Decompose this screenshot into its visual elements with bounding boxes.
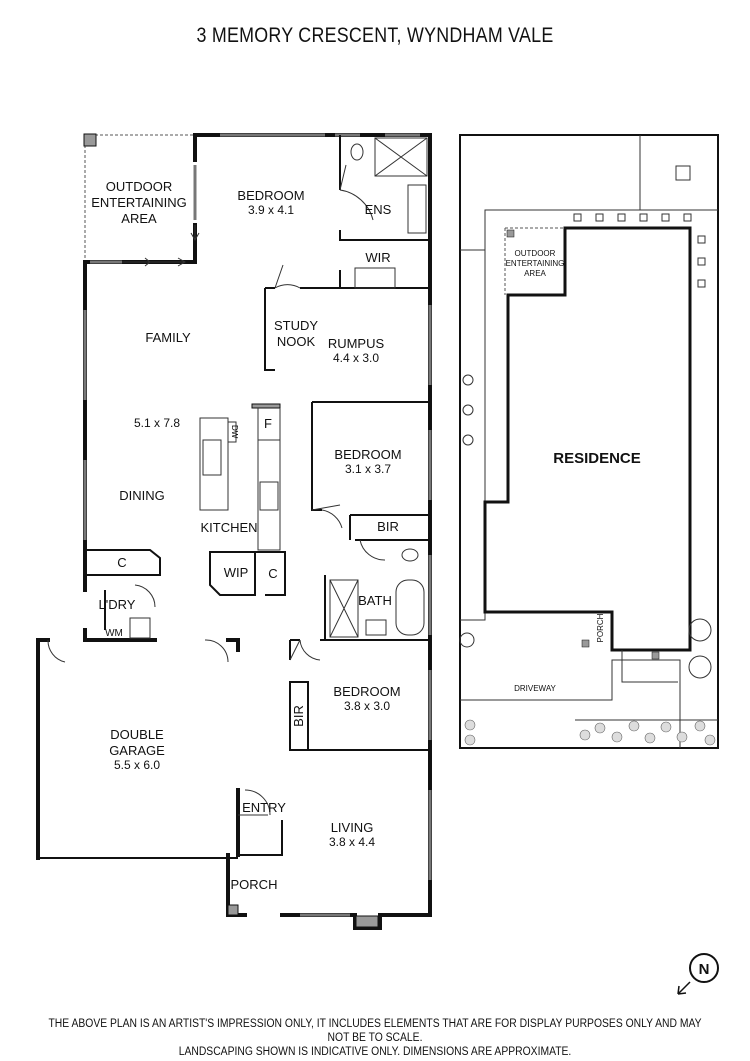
svg-text:BIR: BIR: [377, 519, 399, 534]
svg-text:OUTDOOR: OUTDOOR: [515, 249, 556, 258]
bathtub-icon: [395, 579, 425, 636]
svg-text:5.1 x 7.8: 5.1 x 7.8: [134, 416, 180, 430]
site-plan: RESIDENCE OUTDOOR ENTERTAINING AREA PORC…: [459, 134, 719, 749]
door-swings: [47, 164, 386, 816]
svg-text:L'DRY: L'DRY: [99, 597, 136, 612]
living-label: LIVING: [331, 820, 374, 835]
svg-text:DW: DW: [230, 425, 239, 439]
svg-text:WIR: WIR: [365, 250, 390, 265]
svg-text:ENTERTAINING: ENTERTAINING: [91, 195, 187, 210]
svg-text:4.4 x 3.0: 4.4 x 3.0: [333, 351, 379, 365]
svg-text:NOOK: NOOK: [277, 334, 316, 349]
svg-text:STUDY: STUDY: [274, 318, 318, 333]
svg-text:DRIVEWAY: DRIVEWAY: [514, 684, 556, 693]
family-label: FAMILY: [145, 330, 191, 345]
cooktop-icon: [259, 481, 279, 511]
svg-text:3.8 x 4.4: 3.8 x 4.4: [329, 835, 375, 849]
svg-text:3.1 x 3.7: 3.1 x 3.7: [345, 462, 391, 476]
bedroom-3-label: BEDROOM: [333, 684, 400, 699]
interior-walls: [85, 135, 430, 751]
svg-text:WIP: WIP: [224, 565, 249, 580]
svg-text:BIR: BIR: [291, 705, 306, 727]
north-arrow-icon: N: [677, 953, 719, 995]
svg-text:5.5 x 6.0: 5.5 x 6.0: [114, 758, 160, 772]
garage-label: DOUBLE: [110, 727, 164, 742]
svg-text:3.9 x 4.1: 3.9 x 4.1: [248, 203, 294, 217]
svg-text:F: F: [264, 416, 272, 431]
svg-text:3.8 x 3.0: 3.8 x 3.0: [344, 699, 390, 713]
residence-outline: [483, 226, 692, 652]
bedroom-2-label: BEDROOM: [334, 447, 401, 462]
svg-text:AREA: AREA: [121, 211, 157, 226]
fixtures: [129, 137, 428, 639]
rumpus-label: RUMPUS: [328, 336, 385, 351]
residence-label: RESIDENCE: [553, 450, 641, 467]
disclaimer: THE ABOVE PLAN IS AN ARTIST'S IMPRESSION…: [0, 1017, 750, 1059]
room-labels: BEDROOM 3.9 x 4.1 ENS WIR FAMILY 5.1 x 7…: [99, 188, 402, 892]
disclaimer-line-2: LANDSCAPING SHOWN IS INDICATIVE ONLY. DI…: [178, 1046, 572, 1058]
svg-text:N: N: [699, 961, 710, 978]
svg-text:PORCH: PORCH: [231, 877, 278, 892]
svg-text:GARAGE: GARAGE: [109, 743, 165, 758]
disclaimer-line-1: THE ABOVE PLAN IS AN ARTIST'S IMPRESSION…: [48, 1018, 702, 1044]
svg-text:ENTERTAINING: ENTERTAINING: [506, 259, 565, 268]
svg-text:C: C: [268, 566, 277, 581]
kitchen-island: [199, 417, 229, 511]
outdoor-entertaining-area: OUTDOOR ENTERTAINING AREA: [83, 133, 195, 262]
dining-label: DINING: [119, 488, 165, 503]
svg-text:PORCH: PORCH: [596, 613, 605, 642]
svg-text:WM: WM: [105, 628, 123, 639]
washing-machine-icon: [129, 617, 151, 639]
svg-text:ENTRY: ENTRY: [242, 800, 286, 815]
svg-text:C: C: [117, 555, 126, 570]
bedroom-1-label: BEDROOM: [237, 188, 304, 203]
svg-text:OUTDOOR: OUTDOOR: [106, 179, 172, 194]
plan-title: 3 MEMORY CRESCENT, WYNDHAM VALE: [196, 24, 554, 47]
svg-text:ENS: ENS: [365, 202, 392, 217]
kitchen-label: KITCHEN: [200, 520, 257, 535]
svg-text:AREA: AREA: [524, 269, 546, 278]
svg-text:BATH: BATH: [358, 593, 392, 608]
